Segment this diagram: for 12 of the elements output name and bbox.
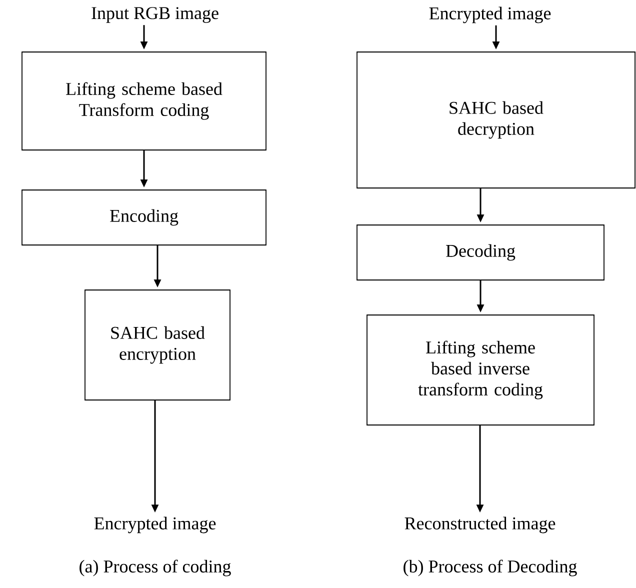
process-box: Decoding — [356, 224, 604, 280]
process-box: Lifting scheme based inverse transform coding — [366, 314, 594, 426]
process-box: Encoding — [22, 190, 266, 246]
text-label: Encrypted image — [94, 516, 216, 534]
process-box: SAHC based decryption — [356, 52, 636, 188]
text-label: Input RGB image — [92, 7, 218, 23]
text-label: Reconstructed image — [404, 516, 556, 534]
figure-caption: (a) Process of coding — [80, 560, 231, 576]
figure-caption: (b) Process of Decoding — [404, 560, 577, 576]
process-box: Lifting scheme based Transform coding — [22, 52, 266, 150]
process-box: SAHC based encryption — [84, 290, 230, 400]
text-label: Encrypted image — [429, 6, 551, 24]
